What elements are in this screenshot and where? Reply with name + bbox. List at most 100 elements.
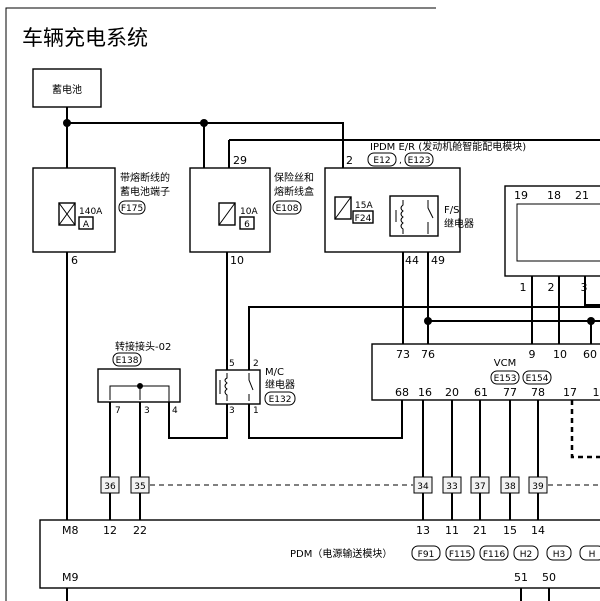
relay-label-2: 继电器	[444, 217, 474, 230]
connector-code: F175	[121, 204, 143, 214]
vcm-label: VCM	[494, 358, 516, 369]
relay-label-1: F/S	[444, 205, 459, 216]
page-frame	[5, 7, 436, 601]
fuse-rating: 140A	[79, 207, 103, 217]
pin-label: 21	[473, 524, 487, 537]
pin-label: 3	[144, 406, 150, 416]
battery-label: 蓄电池	[52, 83, 82, 96]
pin-label: 6	[71, 254, 78, 267]
pin-label: 61	[474, 386, 488, 399]
junction-dot	[63, 119, 71, 127]
harness-connector-label: 36	[104, 482, 116, 492]
battery: 蓄电池	[32, 68, 102, 108]
pin-label: 12	[103, 524, 117, 537]
harness-connector	[100, 476, 120, 494]
junction-dot	[587, 317, 595, 325]
connector-code: F91	[418, 550, 435, 560]
pin-label: 16	[418, 386, 432, 399]
pin-label: 76	[421, 348, 435, 361]
fuse-id: A	[83, 220, 90, 230]
pin-label: 21	[575, 189, 589, 202]
connector-code: E132	[269, 395, 292, 405]
relay-label-1: M/C	[265, 367, 284, 378]
harness-connector	[470, 476, 490, 494]
pin-label: 18	[547, 189, 561, 202]
joint-label: 转接接头-02	[115, 340, 171, 353]
shield-outline	[570, 400, 600, 459]
fuse-id: 6	[244, 220, 250, 230]
pin-label: 60	[583, 348, 597, 361]
fuse-box-label-1: 保险丝和	[274, 171, 314, 184]
connector-code: E108	[276, 204, 299, 214]
pin-label: 2	[548, 281, 555, 294]
pin-label: 50	[542, 571, 556, 584]
fuse-box: 10A 6 29 保险丝和 熔断线盒 E108 10	[189, 154, 314, 267]
pin-label: 7	[115, 406, 121, 416]
connector-code: E138	[116, 356, 139, 366]
pin-label: 1	[593, 386, 600, 399]
pin-label: 77	[503, 386, 517, 399]
right-module: 19 18 21 1 2 3	[504, 185, 600, 294]
fuse-rating: 15A	[355, 201, 373, 211]
code-separator: ,	[399, 156, 402, 166]
pin-label: 4	[172, 406, 178, 416]
harness-connector	[130, 476, 150, 494]
pin-label: 78	[531, 386, 545, 399]
pin-label: 10	[230, 254, 244, 267]
pin-label: 2	[253, 359, 259, 369]
harness-connector	[528, 476, 548, 494]
junction-dot	[200, 119, 208, 127]
vcm: 73 76 9 10 60 VCM E153 E154 68 16 20 61 …	[371, 343, 600, 401]
ipdm-label: IPDM E/R (发动机舱智能配电模块)	[370, 140, 526, 153]
harness-connector-row: 36 35 34 33 37 38 39	[100, 476, 548, 494]
pin-label: 68	[395, 386, 409, 399]
pin-label: 13	[416, 524, 430, 537]
pin-label: 11	[445, 524, 459, 537]
relay-label-2: 继电器	[265, 378, 295, 391]
pin-label: 15	[503, 524, 517, 537]
connector-code: E123	[408, 156, 431, 166]
pdm-label: PDM（电源输送模块）	[290, 547, 392, 560]
pin-label: 49	[431, 254, 445, 267]
page-title: 车辆充电系统	[22, 26, 148, 50]
pin-label: 22	[133, 524, 147, 537]
terminal-label-2: 蓄电池端子	[120, 185, 170, 198]
pin-label: 3	[229, 406, 235, 416]
pin-label: 9	[529, 348, 536, 361]
pin-label: 17	[563, 386, 577, 399]
terminal-label-1: 带熔断线的	[120, 171, 170, 184]
pin-label: 3	[581, 281, 588, 294]
pin-label: 1	[520, 281, 527, 294]
pin-label: 73	[396, 348, 410, 361]
pin-label: 20	[445, 386, 459, 399]
joint-connector: 转接接头-02 E138 7 3 4	[97, 340, 181, 416]
pin-label: 51	[514, 571, 528, 584]
connector-code: E154	[526, 374, 549, 384]
mc-relay: 5 2 3 1 M/C 继电器 E132	[215, 359, 296, 416]
connector-code: E153	[494, 374, 517, 384]
pin-label: M9	[62, 571, 79, 584]
harness-connector	[500, 476, 520, 494]
harness-connector-label: 33	[446, 482, 457, 492]
ipdm-er: IPDM E/R (发动机舱智能配电模块) E12 , E123 2 15A F…	[324, 140, 526, 267]
pin-label: 5	[229, 359, 235, 369]
harness-connector-label: 39	[532, 482, 544, 492]
harness-connector	[442, 476, 462, 494]
pin-label: 29	[233, 154, 247, 167]
fuse-box-label-2: 熔断线盒	[274, 185, 314, 198]
connector-code: H3	[553, 550, 566, 560]
pin-label: 2	[346, 154, 353, 167]
harness-connector-label: 34	[417, 482, 429, 492]
connector-code: H2	[520, 550, 533, 560]
pin-label: 14	[531, 524, 545, 537]
connector-code: F116	[483, 550, 506, 560]
wiring	[66, 107, 600, 601]
harness-connector-label: 38	[504, 482, 516, 492]
connector-code: E12	[373, 156, 390, 166]
pdm: M8 M9 12 22 13 11 21 15 14 PDM（电源输送模块） F…	[39, 519, 600, 589]
pin-label: 10	[553, 348, 567, 361]
connector-code: H	[589, 550, 596, 560]
fuse-id: F24	[355, 214, 372, 224]
pin-label: M8	[62, 524, 79, 537]
